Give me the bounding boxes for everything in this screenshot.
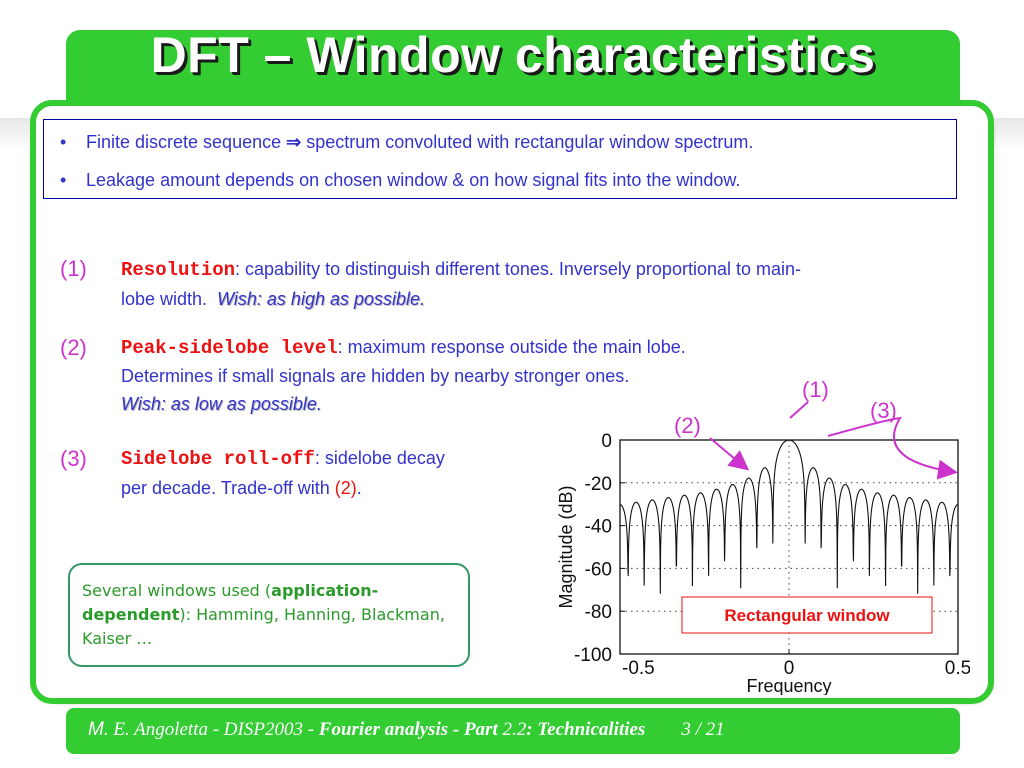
bullet-text: Leakage amount depends on chosen window … (86, 170, 741, 190)
footer-title-suffix: : Technicalities (526, 719, 646, 740)
footer-author-initial: M (88, 719, 104, 740)
item-number: (3) (60, 446, 87, 471)
footer-text: M. E. Angoletta - DISP2003 - Fourier ana… (66, 719, 960, 741)
bullet-item: • Finite discrete sequence ⇒ spectrum con… (60, 132, 753, 153)
annotation-arrow-1 (789, 401, 809, 419)
annotation-arrow-2 (709, 437, 750, 471)
item-resolution: Resolution: capability to distinguish di… (121, 255, 971, 314)
y-tick-label: -40 (585, 517, 612, 538)
item-description: : capability to distinguish different to… (235, 259, 802, 279)
item-sidelobe-rolloff: Sidelobe roll-off: sidelobe decay per de… (121, 444, 521, 503)
footer-part: 2.2 (502, 719, 527, 740)
windows-note-text: Several windows used (application-depend… (82, 579, 462, 651)
item-number: (2) (60, 335, 87, 360)
y-tick-label: -80 (585, 602, 612, 623)
slide-title: DFT – Window characteristics (150, 27, 876, 83)
item-peak-sidelobe: Peak-sidelobe level: maximum response ou… (121, 333, 841, 418)
item-term: Resolution (121, 259, 236, 281)
windows-note-part: Several windows used ( (82, 581, 272, 600)
y-tick-label: -100 (574, 645, 612, 666)
footer-title: Fourier analysis - Part (318, 719, 503, 740)
bullet-text: spectrum convoluted with rectangular win… (301, 132, 754, 152)
bullet-item: • Leakage amount depends on chosen window… (60, 170, 740, 191)
windows-note-part: ): Hamming, Hanning, Blackman, Kaiser … (82, 605, 445, 648)
x-tick-label: 0.5 (945, 658, 970, 679)
y-tick-label: -20 (585, 474, 612, 495)
bullet-text: Finite discrete sequence (86, 132, 287, 152)
item-wish: Wish: as low as possible. (121, 394, 322, 414)
item-description: lobe width. (121, 289, 208, 309)
y-tick-label: -60 (585, 559, 612, 580)
bullet-box: • Finite discrete sequence ⇒ spectrum con… (43, 119, 957, 199)
item-description: Determines if small signals are hidden b… (121, 366, 630, 386)
item-description: per decade. Trade-off with (121, 478, 335, 498)
item-reference: (2) (334, 478, 357, 498)
footer-bar: M. E. Angoletta - DISP2003 - Fourier ana… (66, 708, 960, 754)
windows-note-strong: application-dependent (82, 581, 379, 624)
annotation-arrow-3 (827, 416, 958, 480)
item-number: (1) (60, 256, 87, 281)
legend-label: Rectangular window (724, 606, 890, 625)
footer-author: . E. Angoletta - DISP2003 - (103, 719, 319, 740)
y-tick-label: 0 (601, 431, 612, 452)
windows-note-box: Several windows used (application-depend… (68, 563, 470, 667)
implies-arrow-icon: ⇒ (286, 132, 302, 152)
y-axis-label: Magnitude (dB) (556, 485, 576, 608)
footer-page-number: 3 / 21 (681, 719, 725, 740)
item-description: : sidelobe decay (314, 448, 445, 468)
item-term: Sidelobe roll-off (121, 448, 315, 470)
bullet-dot-icon: • (60, 170, 67, 190)
annotation-label-1: (1) (802, 380, 829, 402)
item-punctuation: . (356, 478, 362, 498)
annotation-label-2: (2) (674, 413, 701, 438)
x-tick-label: -0.5 (622, 658, 655, 679)
item-term: Peak-sidelobe level (121, 337, 338, 359)
legend-box (681, 596, 933, 634)
x-axis-label: Frequency (746, 676, 831, 695)
item-wish: Wish: as high as possible. (217, 289, 426, 309)
x-tick-label: 0 (784, 658, 795, 679)
bullet-dot-icon: • (60, 132, 67, 152)
item-description: : maximum response outside the main lobe… (337, 337, 686, 357)
